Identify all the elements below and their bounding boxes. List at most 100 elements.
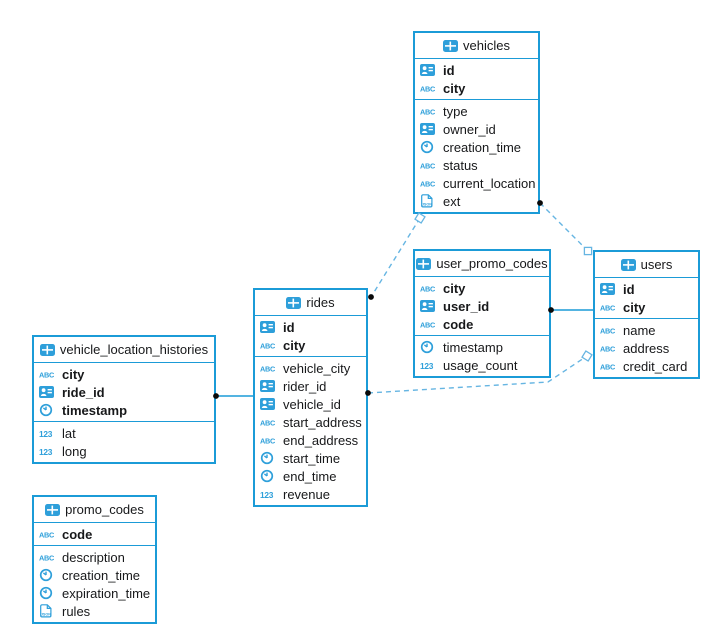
svg-text:ABC: ABC	[420, 161, 436, 170]
svg-text:ABC: ABC	[420, 84, 436, 93]
field-row: 123 usage_count	[415, 356, 549, 374]
svg-text:ABC: ABC	[39, 553, 55, 562]
field-row: id	[255, 318, 366, 336]
field-row: 123 long	[34, 442, 214, 460]
svg-text:ABC: ABC	[420, 179, 436, 188]
uuid-type-icon	[260, 380, 275, 392]
fields-section: ABC type owner_id creation_time ABC stat…	[415, 99, 538, 212]
field-name: city	[443, 80, 466, 96]
timestamp-type-icon	[39, 403, 53, 417]
fields-section: timestamp 123 usage_count	[415, 335, 549, 376]
field-name: revenue	[283, 486, 330, 502]
table-header: vehicle_location_histories	[34, 337, 214, 363]
field-row: timestamp	[34, 401, 214, 419]
svg-text:123: 123	[420, 361, 434, 371]
table-header: vehicles	[415, 33, 538, 59]
svg-text:123: 123	[260, 490, 274, 500]
field-name: expiration_time	[62, 585, 151, 601]
field-row: ABC city	[34, 365, 214, 383]
text-type-icon: ABC	[600, 326, 616, 335]
field-name: start_address	[283, 414, 362, 430]
field-row: ABC city	[415, 279, 549, 297]
table-name: vehicle_location_histories	[59, 342, 209, 357]
field-row: vehicle_id	[255, 395, 366, 413]
number-type-icon: 123	[260, 490, 274, 500]
text-type-icon: ABC	[600, 362, 616, 371]
field-name: end_time	[283, 468, 337, 484]
field-row: ABC code	[415, 315, 549, 333]
field-name: creation_time	[443, 139, 522, 155]
table-node-users[interactable]: users id ABC city ABC name ABC	[593, 250, 700, 379]
field-row: start_time	[255, 449, 366, 467]
field-row: ABC current_location	[415, 174, 538, 192]
field-row: ABC credit_card	[595, 357, 698, 375]
field-row: ABC name	[595, 321, 698, 339]
svg-text:ABC: ABC	[600, 326, 616, 335]
text-type-icon: ABC	[420, 107, 436, 116]
field-name: timestamp	[62, 402, 128, 418]
field-name: city	[623, 299, 646, 315]
timestamp-type-icon	[39, 568, 53, 582]
table-icon	[416, 257, 432, 270]
field-name: user_id	[443, 298, 490, 314]
field-name: usage_count	[443, 357, 518, 373]
uuid-type-icon	[420, 300, 435, 312]
field-name: timestamp	[443, 339, 503, 355]
field-row: ABC type	[415, 102, 538, 120]
table-name: rides	[306, 295, 335, 310]
field-row: id	[595, 280, 698, 298]
text-type-icon: ABC	[260, 436, 276, 445]
table-node-vehicles[interactable]: vehicles id ABC city ABC type	[413, 31, 540, 214]
text-type-icon: ABC	[39, 553, 55, 562]
svg-text:123: 123	[39, 429, 53, 439]
fields-section: 123 lat 123 long	[34, 421, 214, 462]
field-name: rules	[62, 603, 91, 619]
primary-key-section: id ABC city	[255, 316, 366, 356]
table-icon	[443, 39, 459, 52]
field-row: id	[415, 61, 538, 79]
svg-text:123: 123	[39, 447, 53, 457]
number-type-icon: 123	[39, 429, 53, 439]
text-type-icon: ABC	[260, 341, 276, 350]
fields-section: ABC description creation_time expiration…	[34, 545, 155, 622]
table-header: promo_codes	[34, 497, 155, 523]
field-name: id	[443, 62, 455, 78]
field-row: timestamp	[415, 338, 549, 356]
table-node-user_promo_codes[interactable]: user_promo_codes ABC city user_id ABC co…	[413, 249, 551, 378]
svg-text:JSON: JSON	[422, 202, 432, 206]
field-row: owner_id	[415, 120, 538, 138]
timestamp-type-icon	[39, 586, 53, 600]
table-icon	[286, 296, 302, 309]
primary-key-section: id ABC city	[595, 278, 698, 318]
uuid-type-icon	[420, 123, 435, 135]
cardinality-diamond-marker	[581, 350, 593, 362]
field-name: id	[623, 281, 635, 297]
field-name: description	[62, 549, 125, 565]
table-header: users	[595, 252, 698, 278]
field-row: ABC vehicle_city	[255, 359, 366, 377]
timestamp-type-icon	[420, 140, 434, 154]
timestamp-type-icon	[260, 451, 274, 465]
field-name: creation_time	[62, 567, 141, 583]
svg-text:ABC: ABC	[600, 362, 616, 371]
field-name: city	[62, 366, 85, 382]
svg-text:ABC: ABC	[420, 320, 436, 329]
table-name: user_promo_codes	[436, 256, 548, 271]
table-node-promo_codes[interactable]: promo_codes ABC code ABC description cre…	[32, 495, 157, 624]
table-node-vehicle_location_histories[interactable]: vehicle_location_histories ABC city ride…	[32, 335, 216, 464]
table-icon	[45, 503, 61, 516]
relationship-line-vehicles-users	[539, 202, 589, 252]
field-name: code	[443, 316, 474, 332]
svg-text:ABC: ABC	[420, 107, 436, 116]
table-node-rides[interactable]: rides id ABC city ABC vehicle_city	[253, 288, 368, 507]
field-row: creation_time	[415, 138, 538, 156]
field-row: ride_id	[34, 383, 214, 401]
text-type-icon: ABC	[39, 370, 55, 379]
field-row: end_time	[255, 467, 366, 485]
svg-text:ABC: ABC	[260, 341, 276, 350]
primary-key-section: ABC city user_id ABC code	[415, 277, 549, 335]
text-type-icon: ABC	[420, 84, 436, 93]
field-name: vehicle_id	[283, 396, 341, 412]
field-name: long	[62, 443, 87, 459]
